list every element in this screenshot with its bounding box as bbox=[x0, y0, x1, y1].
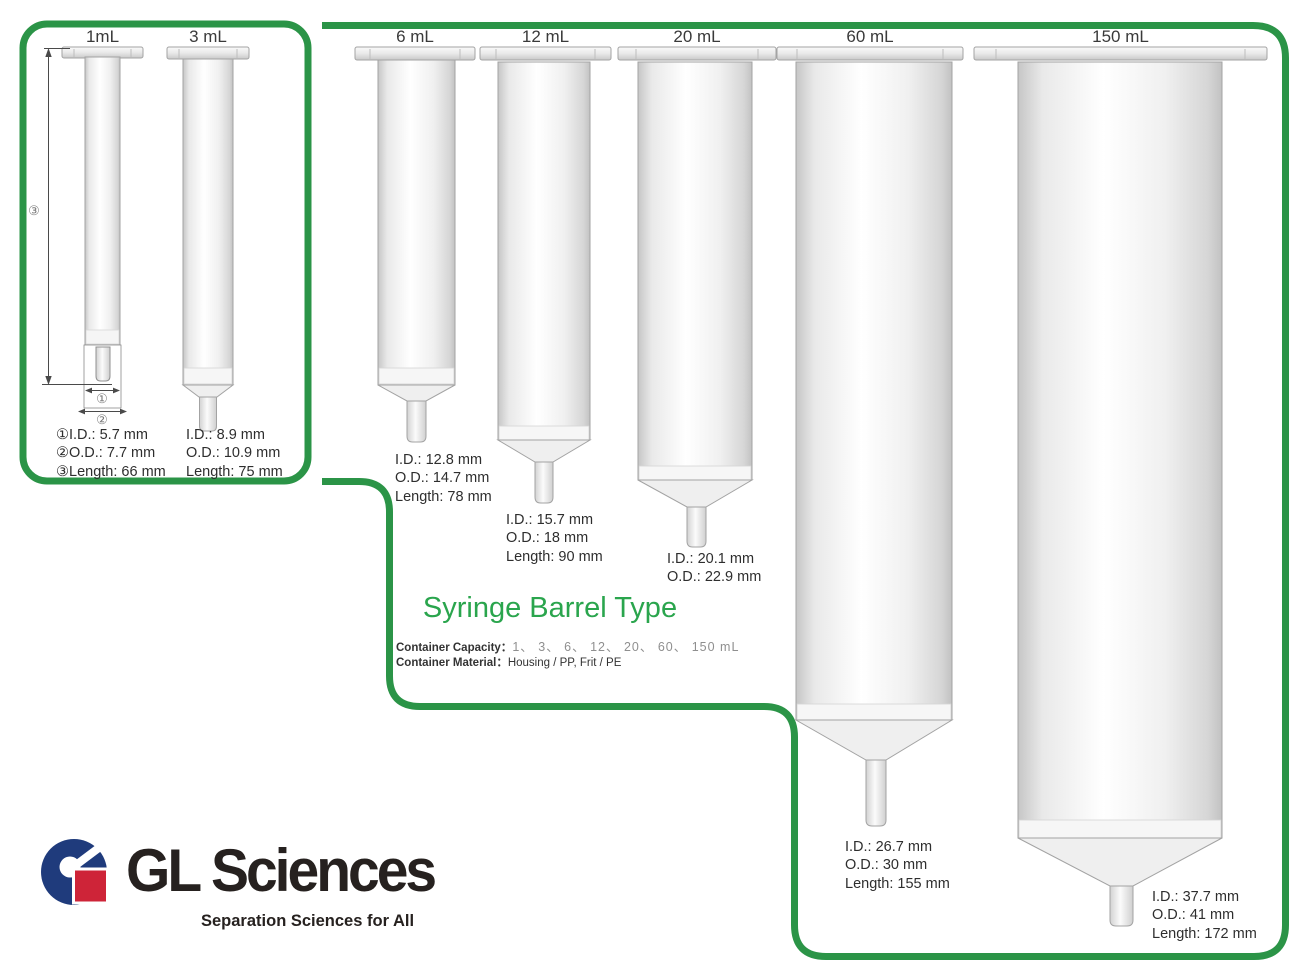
dim-line: O.D.: 30 mm bbox=[845, 857, 928, 874]
dim-line: ②O.D.: 7.7 mm bbox=[56, 445, 156, 462]
left-panel-border bbox=[19, 20, 312, 485]
syringe-6ml bbox=[354, 46, 476, 443]
green-panel-borders bbox=[19, 20, 1289, 960]
capacity-label-1ml: 1mL bbox=[85, 27, 120, 46]
container-capacity-label: Container Capacity： bbox=[396, 642, 513, 654]
container-capacity-line: Container Capacity：1、 3、 6、 12、 20、 60、 … bbox=[396, 636, 739, 656]
syringe-12ml bbox=[479, 46, 612, 504]
page-title: Syringe Barrel Type bbox=[422, 592, 678, 624]
capacity-label-3ml: 3 mL bbox=[189, 27, 227, 46]
dim-line: ③Length: 66 mm bbox=[56, 463, 166, 480]
dimensions-150ml: I.D.: 37.7 mm O.D.: 41 mm Length: 172 mm bbox=[1152, 888, 1257, 943]
gl-sciences-logo-icon bbox=[41, 839, 109, 905]
dimension-lines-1ml bbox=[42, 48, 127, 415]
syringe-1ml bbox=[61, 46, 144, 409]
capacity-label-150ml: 150 mL bbox=[1092, 27, 1149, 46]
gl-sciences-logo-text: GL Sciences bbox=[126, 837, 437, 905]
syringe-60ml bbox=[776, 46, 964, 827]
dim-line: I.D.: 26.7 mm bbox=[845, 839, 933, 855]
logo-tagline: Separation Sciences for All bbox=[201, 912, 415, 930]
dim-line: I.D.: 20.1 mm bbox=[667, 551, 755, 567]
capacity-label-20ml: 20 mL bbox=[673, 27, 721, 46]
dim-line: Length: 172 mm bbox=[1152, 925, 1257, 942]
dim-line: Length: 155 mm bbox=[845, 875, 950, 892]
container-material-line: Container Material：Housing / PP, Frit / … bbox=[396, 653, 621, 671]
dim-line: I.D.: 15.7 mm bbox=[506, 512, 594, 528]
dim-line: O.D.: 14.7 mm bbox=[395, 470, 490, 487]
length-marker: ③ bbox=[28, 203, 40, 218]
dim-line: O.D.: 22.9 mm bbox=[667, 569, 762, 586]
container-material-value: Housing / PP, Frit / PE bbox=[507, 657, 622, 669]
outer-diameter-marker: ② bbox=[96, 412, 108, 427]
dimensions-3ml: I.D.: 8.9 mm O.D.: 10.9 mm Length: 75 mm bbox=[186, 426, 283, 481]
container-material-label: Container Material： bbox=[396, 657, 508, 669]
dimensions-60ml: I.D.: 26.7 mm O.D.: 30 mm Length: 155 mm bbox=[845, 838, 950, 893]
dimensions-12ml: I.D.: 15.7 mm O.D.: 18 mm Length: 90 mm bbox=[506, 511, 603, 566]
inner-diameter-marker: ① bbox=[96, 391, 108, 406]
capacity-label-12ml: 12 mL bbox=[521, 27, 570, 46]
dim-line: Length: 78 mm bbox=[395, 488, 492, 505]
dimensions-20ml: I.D.: 20.1 mm O.D.: 22.9 mm bbox=[667, 550, 761, 587]
syringe-150ml bbox=[973, 46, 1268, 927]
dim-line: I.D.: 37.7 mm bbox=[1152, 889, 1240, 905]
dim-line: Length: 75 mm bbox=[186, 463, 283, 480]
syringe-3ml bbox=[166, 46, 250, 432]
dim-line: I.D.: 8.9 mm bbox=[186, 427, 265, 443]
dimensions-1ml: ①I.D.: 5.7 mm ②O.D.: 7.7 mm ③Length: 66 … bbox=[56, 426, 166, 481]
syringe-20ml bbox=[617, 46, 777, 548]
capacity-label-60ml: 60 mL bbox=[846, 27, 894, 46]
dim-line: I.D.: 12.8 mm bbox=[395, 452, 483, 468]
dim-line: Length: 90 mm bbox=[506, 548, 603, 565]
syringe-graphics bbox=[61, 46, 1268, 927]
dim-line: O.D.: 10.9 mm bbox=[186, 445, 281, 462]
container-capacity-value: 1、 3、 6、 12、 20、 60、 150 mL bbox=[512, 640, 740, 654]
dimensions-6ml: I.D.: 12.8 mm O.D.: 14.7 mm Length: 78 m… bbox=[395, 451, 492, 506]
capacity-label-6ml: 6 mL bbox=[396, 27, 434, 46]
dim-line: O.D.: 18 mm bbox=[506, 530, 589, 547]
right-panel-border bbox=[322, 22, 1289, 960]
dim-line: O.D.: 41 mm bbox=[1152, 907, 1235, 924]
dim-line: ①I.D.: 5.7 mm bbox=[56, 427, 148, 443]
